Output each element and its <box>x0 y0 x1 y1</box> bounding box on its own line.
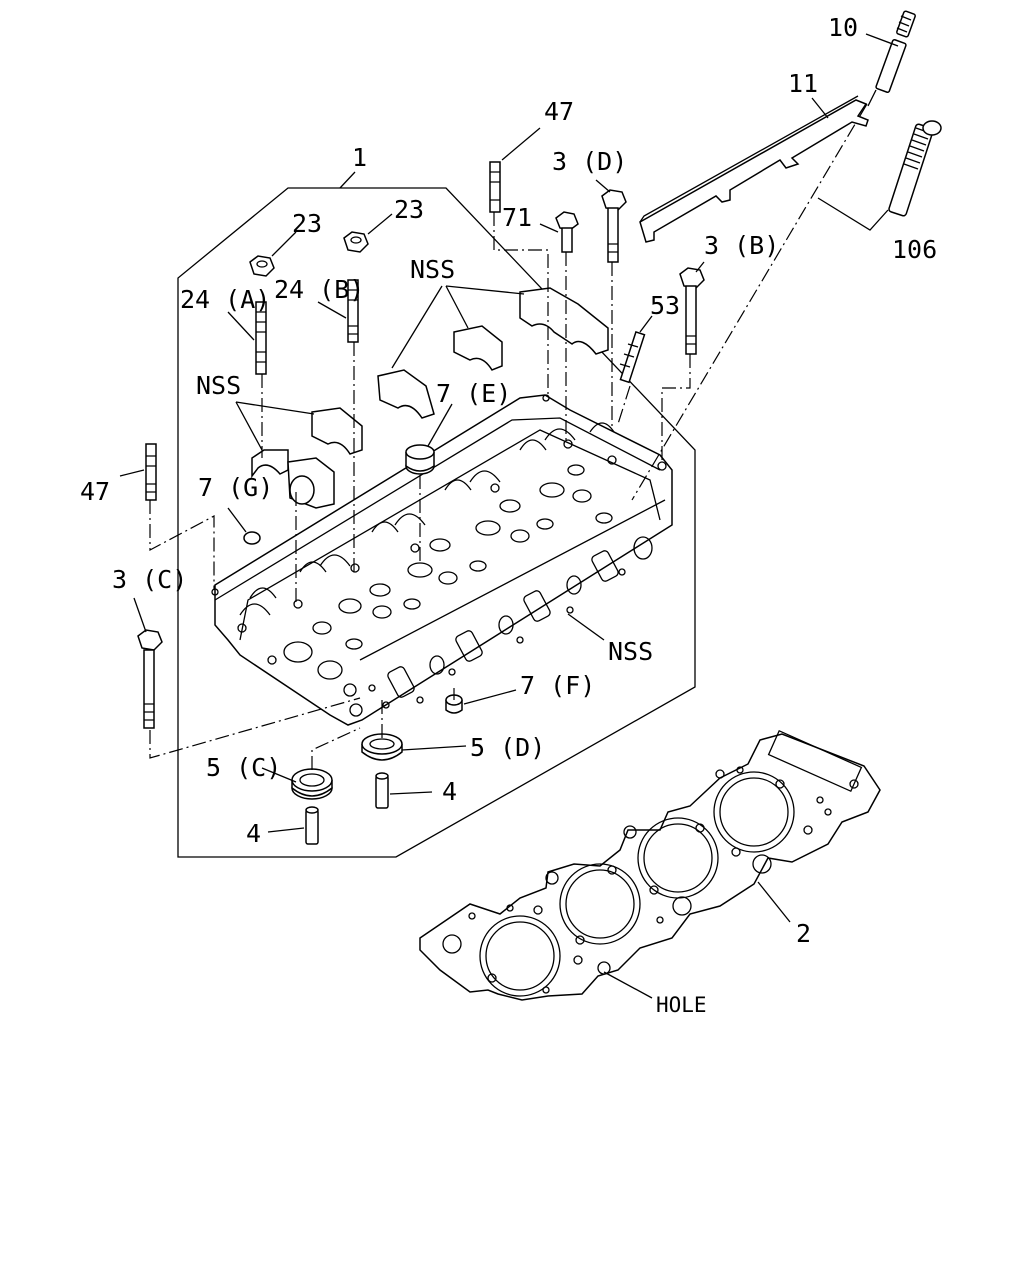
assembly-lines <box>149 103 868 770</box>
exhaust-ports <box>343 536 653 717</box>
seal-5c <box>291 768 333 800</box>
leader-7e <box>427 403 453 447</box>
leader-7g <box>227 507 247 533</box>
callout-hole: HOLE <box>656 993 707 1017</box>
leader-47-left <box>119 469 145 477</box>
callout-3b: 3 (B) <box>704 231 779 260</box>
leader-1 <box>339 171 356 189</box>
callout-10: 10 <box>828 13 858 42</box>
leader-nss-right <box>567 613 605 641</box>
callout-3d: 3 (D) <box>552 147 627 176</box>
leader-53 <box>639 315 653 333</box>
valve-ports <box>312 464 613 650</box>
leader-nss-left-a <box>235 401 263 451</box>
leader-71 <box>539 223 559 233</box>
callout-nss-left: NSS <box>196 371 241 400</box>
callout-7g: 7 (G) <box>198 473 273 502</box>
callout-23-b: 23 <box>394 195 424 224</box>
leader-nss-top-c <box>445 285 525 295</box>
leader-hole <box>603 971 653 999</box>
leader-nss-top-a <box>391 285 443 369</box>
callout-2: 2 <box>796 919 811 948</box>
callout-71: 71 <box>502 203 532 232</box>
dowel-4-b <box>305 806 319 845</box>
callout-4-a: 4 <box>442 777 457 806</box>
leader-2 <box>757 881 791 923</box>
stud-24a <box>255 301 267 375</box>
glow-plug-10 <box>867 10 916 107</box>
leader-11 <box>811 97 829 119</box>
leader-7f <box>463 689 517 705</box>
plug-7e <box>405 444 435 475</box>
callout-5d: 5 (D) <box>470 733 545 762</box>
leader-47-top <box>501 127 541 161</box>
callout-1: 1 <box>352 143 367 172</box>
stud-24b <box>347 279 359 343</box>
cylinder-head <box>211 394 673 726</box>
callout-47-top: 47 <box>544 97 574 126</box>
stud-47-left <box>145 443 157 501</box>
leader-5c <box>261 767 297 783</box>
callout-7f: 7 (F) <box>520 671 595 700</box>
leader-3b <box>695 261 705 273</box>
leader-23-b <box>367 213 393 235</box>
callout-53: 53 <box>650 291 680 320</box>
plug-7f <box>445 694 463 714</box>
callout-4-b: 4 <box>246 819 261 848</box>
stud-53 <box>619 331 646 384</box>
leader-24a <box>227 311 255 341</box>
leader-nss-top-b <box>445 285 469 329</box>
callout-106: 106 <box>892 235 937 264</box>
callout-nss-right: NSS <box>608 637 653 666</box>
callout-11: 11 <box>788 69 818 98</box>
bolt-3b <box>679 267 705 355</box>
leader-23-a <box>271 231 297 257</box>
callout-24b: 24 (B) <box>274 275 364 304</box>
leader-3c <box>133 597 147 633</box>
nut-23-a <box>249 255 275 277</box>
leader-3d <box>595 179 611 193</box>
connector-plate-11 <box>639 95 869 243</box>
callout-24a: 24 (A) <box>180 285 270 314</box>
assembly-1-boundary <box>177 187 696 858</box>
bearing-caps <box>251 287 609 509</box>
leader-4-b <box>267 827 305 833</box>
bolt-3d <box>601 189 627 263</box>
leader-4-a <box>389 791 433 795</box>
leader-24b <box>317 301 347 319</box>
callout-5c: 5 (C) <box>206 753 281 782</box>
bolt-71 <box>555 211 579 253</box>
dowel-4-a <box>375 772 389 809</box>
leader-106 <box>817 197 889 231</box>
callout-7e: 7 (E) <box>436 379 511 408</box>
leader-10 <box>865 33 899 47</box>
leader-5d <box>401 745 467 751</box>
stud-47-top <box>489 161 501 213</box>
callout-23-a: 23 <box>292 209 322 238</box>
callout-47-left: 47 <box>80 477 110 506</box>
plug-7g <box>243 531 261 545</box>
callout-nss-top: NSS <box>410 255 455 284</box>
leader-nss-left-b <box>235 401 315 415</box>
injector-sleeve-106 <box>888 120 942 217</box>
nut-23-b <box>343 231 369 253</box>
bolt-3c <box>137 629 163 729</box>
callout-3c: 3 (C) <box>112 565 187 594</box>
head-gasket-2 <box>419 729 881 1001</box>
